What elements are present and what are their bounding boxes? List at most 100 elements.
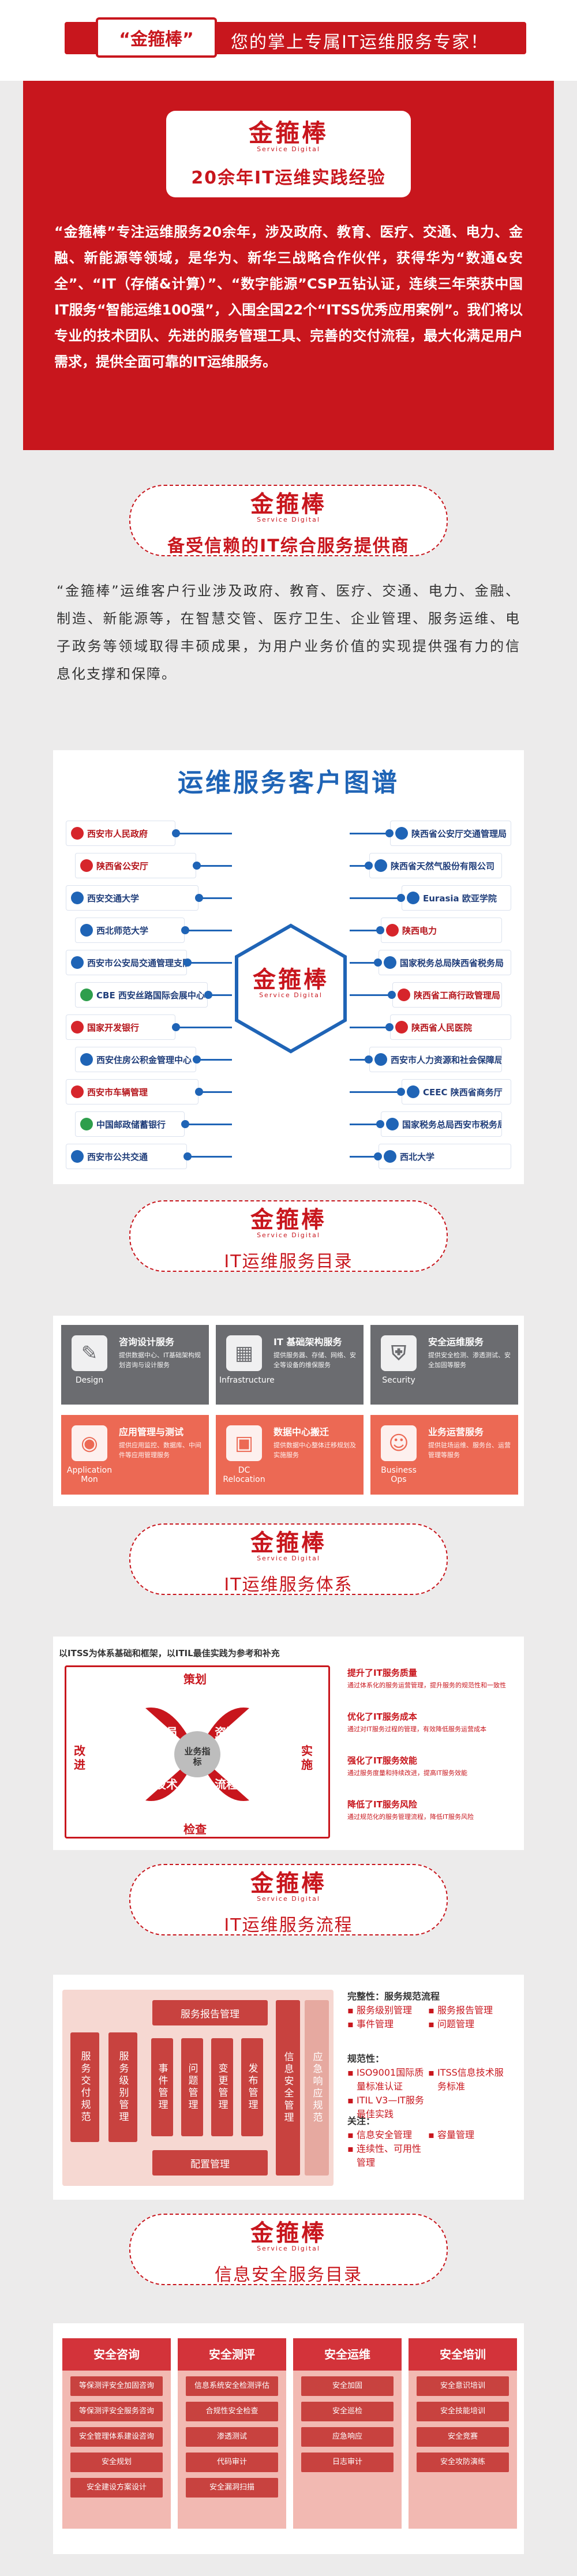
connector-dot xyxy=(374,958,382,967)
connector-line xyxy=(350,1059,369,1061)
flow-group: 完整性：服务规范流程服务级别管理服务报告管理事件管理问题管理 xyxy=(347,1990,520,2031)
service-icon: ✎ xyxy=(72,1335,107,1371)
flow-group-item: ITIL V3—IT服务最佳实践 xyxy=(347,2094,428,2121)
flow-group-items: 信息安全管理容量管理连续性、可用性管理 xyxy=(347,2128,520,2170)
flow-group-item: 服务级别管理 xyxy=(347,2004,428,2017)
connector-line xyxy=(350,994,392,996)
client-name: 西安市公共交通 xyxy=(87,1151,148,1162)
client-logo-icon xyxy=(398,989,410,1001)
connector-dot xyxy=(204,991,212,999)
service-icon: ▦ xyxy=(226,1335,262,1371)
connector-line xyxy=(350,962,379,964)
client-name: 国家税务总局陕西省税务局 xyxy=(400,957,504,968)
client-name: 陕西电力 xyxy=(402,925,437,936)
flow-group-items: ISO9001国际质量标准认证ITSS信息技术服务标准ITIL V3—IT服务最… xyxy=(347,2066,520,2121)
client-item: CBE 西安丝路国际会展中心 xyxy=(75,982,208,1008)
connector-dot xyxy=(397,894,405,902)
service-tile-title: 业务运营服务 xyxy=(428,1426,484,1437)
client-name: 西安市人民政府 xyxy=(87,828,148,839)
system-point-desc: 通过对IT服务过程的管理，有效降低服务运营成本 xyxy=(347,1725,486,1733)
section1-text: “金箍棒”运维客户行业涉及政府、教育、医疗、交通、电力、金融、制造、新能源等，在… xyxy=(57,583,520,682)
security-column-head: 安全培训 xyxy=(409,2338,517,2371)
security-item: 安全加固 xyxy=(301,2376,394,2396)
client-name: 西安市车辆管理 xyxy=(87,1087,148,1098)
security-item: 等保测评安全服务咨询 xyxy=(70,2402,163,2421)
connector-line xyxy=(208,994,232,996)
flow-mid-0: 事件管理 xyxy=(151,2038,173,2136)
client-name: 西安市人力资源和社会保障局 xyxy=(391,1054,502,1065)
connector-line xyxy=(175,1027,232,1028)
security-column-head: 安全测评 xyxy=(178,2338,286,2371)
client-item: 西北大学 xyxy=(379,1144,511,1169)
section4-title: IT运维服务流程 xyxy=(224,1915,353,1935)
client-item: Eurasia 欧亚学院 xyxy=(402,885,511,911)
system-point-title: 强化了IT服务效能 xyxy=(347,1755,417,1766)
connector-line xyxy=(350,833,390,834)
service-tile-desc: 提供服务器、存储、网络、安全等设备的维保服务 xyxy=(273,1351,356,1369)
client-logo-icon xyxy=(374,1053,387,1066)
intro-section: 金箍棒 Service Digital 20余年IT运维实践经验 “金箍棒”专注… xyxy=(23,81,554,450)
system-point: 提升了IT服务质量通过体系化的服务运营管理，提升服务的规范性和一致性 xyxy=(347,1667,520,1690)
connector-dot xyxy=(193,862,201,870)
service-tile-label: Infrastructure xyxy=(219,1376,275,1385)
client-logo-icon xyxy=(71,892,84,904)
security-item: 安全建设方案设计 xyxy=(70,2478,163,2498)
connector-line xyxy=(350,930,381,931)
flow-group-item: ITSS信息技术服务标准 xyxy=(428,2066,509,2094)
client-item: 陕西省工商行政管理局 xyxy=(392,982,502,1008)
client-map-title: 运维服务客户图谱 xyxy=(178,768,399,797)
client-item: CEEC 陕西省商务厅 xyxy=(402,1079,511,1104)
security-item: 合规性安全检查 xyxy=(186,2402,278,2421)
client-name: 国家开发银行 xyxy=(87,1022,140,1033)
service-tile-title: IT 基础架构服务 xyxy=(273,1336,342,1347)
brand-logo-sub: Service Digital xyxy=(257,2245,320,2252)
security-item: 安全技能培训 xyxy=(417,2402,509,2421)
connector-dot xyxy=(365,862,373,870)
client-name: 西安市公安局交通管理支队 xyxy=(87,957,187,968)
security-column-head: 安全咨询 xyxy=(62,2338,171,2371)
client-map: 运维服务客户图谱 金箍棒 Service Digital 西安市人民政府陕西省公… xyxy=(53,750,524,1184)
client-name: 陕西省工商行政管理局 xyxy=(414,990,501,1001)
service-tile-title: 安全运维服务 xyxy=(428,1336,484,1347)
section2-title: IT运维服务目录 xyxy=(224,1252,353,1272)
connector-dot xyxy=(376,926,384,934)
connector-dot xyxy=(172,1023,180,1031)
client-logo-icon xyxy=(71,1021,84,1034)
security-item: 安全竞赛 xyxy=(417,2427,509,2447)
service-tile-icon-block: ⛨Security xyxy=(374,1332,424,1398)
client-item: 陕西省人民医院 xyxy=(390,1014,511,1040)
flow-group-head: 关注： xyxy=(347,2116,376,2126)
client-logo-icon xyxy=(71,956,84,969)
connector-line xyxy=(350,897,402,899)
client-item: 中国邮政储蓄银行 xyxy=(75,1111,185,1137)
security-column: 安全培训安全意识培训安全技能培训安全竞赛安全攻防演练 xyxy=(409,2338,517,2529)
connector-dot xyxy=(385,829,394,837)
brand-logo-sub: Service Digital xyxy=(257,1231,320,1239)
system-point-desc: 通过服务度量和持续改进，提高IT服务效能 xyxy=(347,1769,467,1777)
service-icon: ◉ xyxy=(72,1425,107,1461)
client-item: 陕西省公安厅 xyxy=(75,853,196,878)
system-point-title: 提升了IT服务质量 xyxy=(347,1668,417,1678)
center-hexagon xyxy=(235,923,347,1054)
brand-logo: 金箍棒 xyxy=(250,2219,327,2246)
flow-group: 关注： 信息安全管理容量管理连续性、可用性管理 xyxy=(347,2114,520,2170)
flow-mid-2: 变更管理 xyxy=(211,2038,233,2136)
client-item: 国家税务总局西安市税务局 xyxy=(381,1111,502,1137)
connector-dot xyxy=(376,1120,384,1128)
security-column: 安全测评信息系统安全检测评估合规性安全检查渗透测试代码审计安全漏洞扫描 xyxy=(178,2338,286,2529)
connector-dot xyxy=(195,894,203,902)
client-item: 西安住房公积金管理中心 xyxy=(75,1047,196,1072)
connector-dot xyxy=(195,1088,203,1096)
service-tile-icon-block: ☺Business Ops xyxy=(374,1422,424,1488)
section1-title: 备受信赖的IT综合服务提供商 xyxy=(167,536,410,556)
client-item: 陕西省公安厅交通管理局 xyxy=(390,821,511,846)
security-item: 安全漏洞扫描 xyxy=(186,2478,278,2498)
flow-group: 规范性：ISO9001国际质量标准认证ITSS信息技术服务标准ITIL V3—I… xyxy=(347,2052,520,2121)
service-tile-desc: 提供应用监控、数据库、中间件等应用管理服务 xyxy=(119,1441,201,1459)
brand-logo: 金箍棒 xyxy=(250,1870,327,1897)
client-item: 陕西省天然气股份有限公司 xyxy=(369,853,502,878)
system-point-title: 降低了IT服务风险 xyxy=(347,1799,417,1810)
